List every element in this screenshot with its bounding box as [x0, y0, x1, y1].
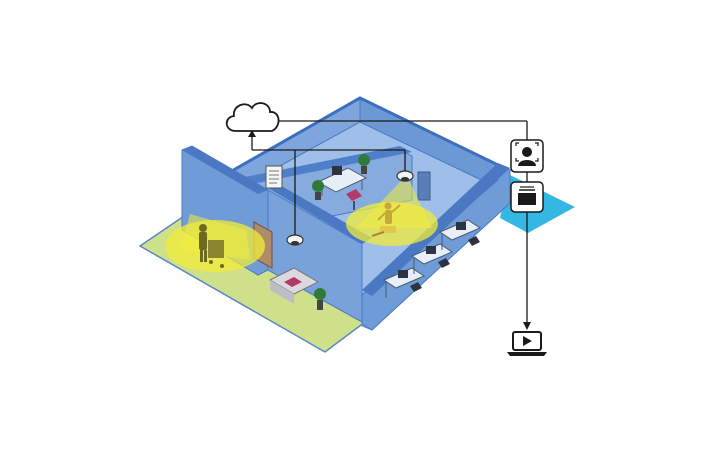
office-person: [371, 202, 401, 237]
office-sensor-cone: [346, 202, 438, 246]
desk-cluster-right: [382, 219, 482, 298]
laptop-video-icon: [507, 331, 547, 356]
left-wall-top: [182, 146, 268, 194]
back-door: [417, 171, 431, 201]
plant-lobby: [314, 288, 326, 310]
ceiling-sensor-icon: [286, 234, 304, 246]
lobby-sofa: [268, 267, 320, 304]
back-wall-top-edge: [229, 96, 499, 174]
plant-office: [358, 154, 370, 174]
partition-wall-top: [240, 146, 412, 184]
arrow-to-cloud: [248, 130, 256, 137]
wall-notice: [265, 165, 283, 189]
person-with-cart: [199, 224, 224, 268]
person-detection-icon: [510, 139, 544, 173]
lobby-sensor-beam: [180, 214, 250, 260]
middle-wall-top: [268, 184, 372, 244]
cloud-icon: [225, 102, 280, 132]
plant-office-left: [312, 180, 324, 200]
arrow-to-laptop: [523, 322, 531, 330]
storage-icon: [510, 181, 544, 213]
desk-cluster-back: [316, 166, 368, 210]
ceiling-sensor-icon: [396, 170, 414, 182]
connector-lines: [251, 120, 528, 326]
